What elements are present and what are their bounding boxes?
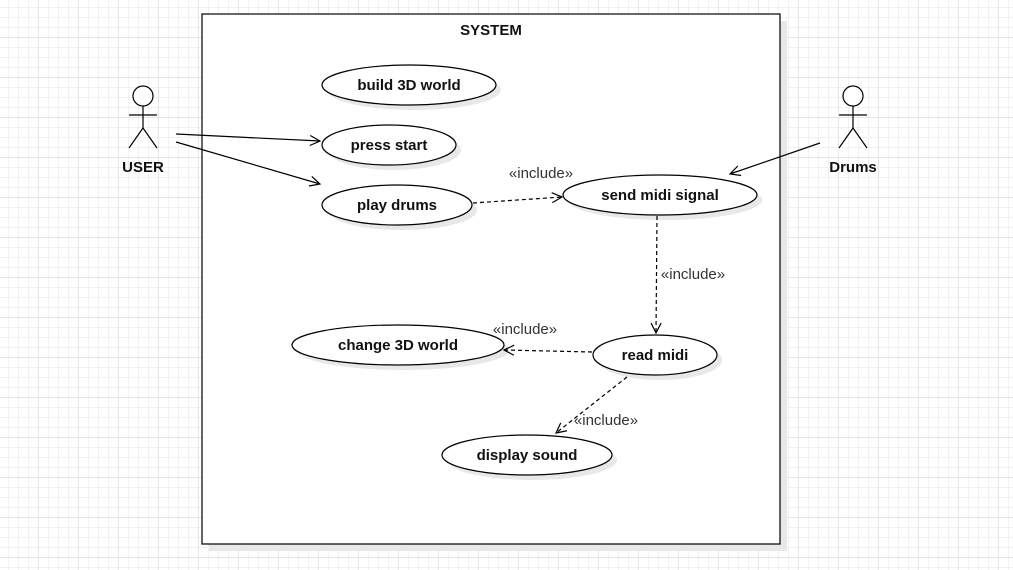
- use-case-change-3d-world-label: change 3D world: [338, 337, 458, 354]
- user-actor-label: USER: [122, 159, 164, 176]
- include-label-play-send: «include»: [509, 165, 573, 182]
- association-user-play-drums[interactable]: [175, 141, 320, 184]
- system-boundary[interactable]: [201, 13, 787, 551]
- use-case-build-3d-world-label: build 3D world: [357, 77, 460, 94]
- use-case-play-drums-label: play drums: [357, 197, 437, 214]
- use-case-read-midi[interactable]: read midi: [592, 334, 722, 380]
- use-case-read-midi-label: read midi: [622, 347, 689, 364]
- use-case-send-midi-signal[interactable]: send midi signal: [562, 174, 762, 220]
- include-read-midi-display-sound[interactable]: [556, 376, 628, 433]
- include-label-read-display: «include»: [574, 412, 638, 429]
- use-case-press-start[interactable]: press start: [321, 124, 461, 170]
- include-send-midi-read-midi[interactable]: [656, 215, 657, 333]
- use-case-build-3d-world[interactable]: build 3D world: [321, 64, 501, 110]
- include-label-read-change: «include»: [493, 321, 557, 338]
- include-read-midi-change-3d-world[interactable]: [504, 350, 593, 352]
- use-case-send-midi-signal-label: send midi signal: [601, 187, 719, 204]
- association-user-press-start[interactable]: [175, 133, 320, 141]
- user-actor[interactable]: [128, 85, 158, 149]
- use-case-press-start-label: press start: [351, 137, 428, 154]
- association-drums-send-midi[interactable]: [730, 142, 821, 174]
- include-label-send-read: «include»: [661, 266, 725, 283]
- use-case-display-sound-label: display sound: [477, 447, 578, 464]
- system-title: SYSTEM: [460, 22, 522, 39]
- drums-actor-label: Drums: [829, 159, 877, 176]
- use-case-change-3d-world[interactable]: change 3D world: [291, 324, 509, 370]
- use-case-display-sound[interactable]: display sound: [441, 434, 617, 480]
- drums-actor[interactable]: [838, 85, 868, 149]
- include-play-drums-send-midi[interactable]: [472, 197, 562, 204]
- use-case-play-drums[interactable]: play drums: [321, 184, 477, 230]
